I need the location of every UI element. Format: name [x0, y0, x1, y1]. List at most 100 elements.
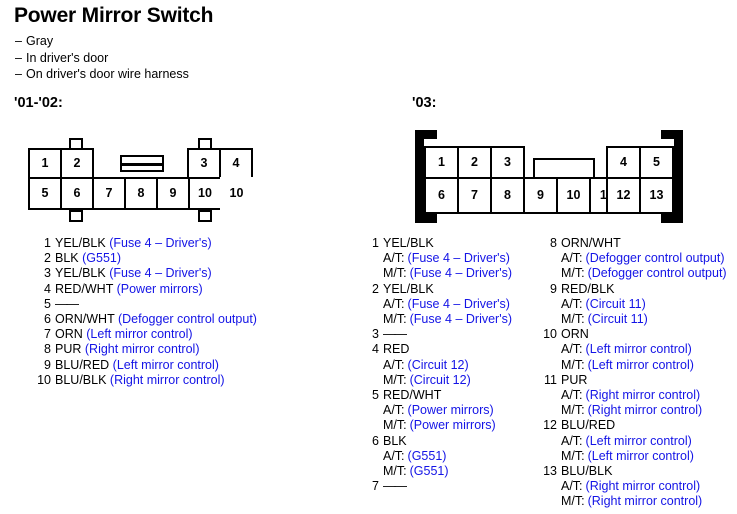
pin-number: 3	[44, 266, 51, 281]
pin-row: 7——	[362, 479, 542, 494]
transmission-label: M/T:	[383, 418, 407, 433]
pin-number: 1	[372, 236, 379, 250]
pin-transmission-row: M/T:(Defogger control output)	[540, 266, 736, 281]
connector-pin-cell[interactable]: 1	[28, 148, 62, 179]
transmission-label: M/T:	[561, 357, 585, 372]
pin-description: (Right mirror control)	[585, 479, 701, 494]
connector-pin-cell[interactable]: 13	[639, 177, 674, 214]
pin-entry: 7——	[362, 479, 542, 494]
pin-description: (Left mirror control)	[587, 357, 694, 372]
pin-wire-code: BLK	[383, 433, 407, 448]
spec-bullet-item: –On driver's door wire harness	[15, 66, 189, 83]
pin-description: (Right mirror control)	[84, 342, 200, 357]
transmission-label: A/T:	[383, 296, 405, 311]
connector-pin-cell[interactable]: 7	[92, 177, 126, 210]
pin-transmission-row: A/T:(Defogger control output)	[540, 251, 736, 266]
pin-number: 6	[44, 312, 51, 327]
page-title: Power Mirror Switch	[14, 4, 214, 27]
connector-pin-cell[interactable]: 6	[60, 177, 94, 210]
transmission-label: M/T:	[383, 372, 407, 387]
pin-description: (Fuse 4 – Driver's)	[409, 312, 513, 327]
transmission-label: A/T:	[561, 342, 583, 357]
connector-pin-cell[interactable]: 10	[188, 177, 222, 210]
transmission-label: M/T:	[561, 312, 585, 327]
transmission-label: M/T:	[383, 266, 407, 281]
connector-pin-cell[interactable]: 1	[424, 146, 459, 179]
connector-pin-cell[interactable]: 9	[523, 177, 558, 214]
mounting-tab-bottom-right	[198, 210, 212, 222]
pin-description: (Right mirror control)	[585, 388, 701, 403]
side-rail-left-top	[415, 130, 437, 139]
transmission-label: M/T:	[561, 494, 585, 509]
pin-number: 8	[550, 236, 557, 250]
pin-wire-code: RED/WHT	[383, 388, 442, 403]
transmission-label: A/T:	[383, 357, 405, 372]
pin-number: 11	[544, 372, 557, 387]
transmission-label: A/T:	[561, 479, 583, 494]
connector-pin-cell[interactable]: 10	[556, 177, 591, 214]
pin-transmission-row: A/T:(Circuit 12)	[362, 358, 542, 373]
pin-wire-code: YEL/BLK	[55, 266, 106, 281]
pin-transmission-row: M/T:(Circuit 12)	[362, 373, 542, 388]
connector-pin-cell[interactable]: 7	[457, 177, 492, 214]
pin-row: 3——	[362, 327, 542, 342]
pin-description: (Circuit 11)	[585, 296, 646, 311]
transmission-label: M/T:	[561, 448, 585, 463]
pin-wire-code: ORN	[55, 327, 83, 342]
pin-transmission-row: A/T:(G551)	[362, 449, 542, 464]
connector-pin-cell[interactable]: 2	[60, 148, 94, 179]
connector-pin-cell[interactable]: 3	[490, 146, 525, 179]
pin-transmission-row: M/T:(Fuse 4 – Driver's)	[362, 266, 542, 281]
pin-transmission-row: M/T:(Circuit 11)	[540, 312, 736, 327]
pin-description: (Right mirror control)	[587, 494, 703, 509]
connector-pin-cell[interactable]: 10	[220, 177, 253, 210]
connector-pin-cell[interactable]: 8	[490, 177, 525, 214]
section-heading-01-02: '01-'02:	[14, 95, 63, 111]
connector-pin-cell[interactable]: 5	[28, 177, 62, 210]
connector-pin-cell[interactable]: 9	[156, 177, 190, 210]
pin-not-used: ——	[383, 479, 407, 494]
pin-wire-code: BLU/RED	[561, 418, 616, 433]
pin-row: 5——	[34, 297, 284, 312]
bullet-dash: –	[15, 34, 22, 48]
connector-pin-cell[interactable]: 6	[424, 177, 459, 214]
pin-description: (Defogger control output)	[585, 251, 725, 266]
pin-wire-code: RED	[383, 342, 410, 357]
section-heading-03: '03:	[412, 95, 437, 111]
connector-pin-cell[interactable]: 2	[457, 146, 492, 179]
connector-pin-cell[interactable]: 5	[639, 146, 674, 179]
connector-pin-cell[interactable]: 3	[187, 148, 221, 179]
bullet-dash: –	[15, 67, 22, 81]
pin-description: (Circuit 12)	[407, 357, 469, 372]
connector-pin-cell[interactable]: 4	[606, 146, 641, 179]
transmission-label: A/T:	[561, 388, 583, 403]
pin-description: (Defogger control output)	[587, 266, 727, 281]
connector-pin-cell[interactable]: 4	[219, 148, 253, 179]
pin-description: (Fuse 4 – Driver's)	[409, 266, 513, 281]
connector-pin-cell[interactable]: 8	[124, 177, 158, 210]
pin-wire-code: RED/BLK	[561, 281, 615, 296]
spec-bullet-item: –Gray	[15, 33, 189, 50]
mounting-tab-bottom-left	[69, 210, 83, 222]
connector-pin-cell[interactable]: 12	[606, 177, 641, 214]
pin-wire-code: BLU/RED	[55, 357, 110, 372]
pin-wire-code: PUR	[561, 372, 588, 387]
pin-number: 1	[44, 236, 51, 250]
